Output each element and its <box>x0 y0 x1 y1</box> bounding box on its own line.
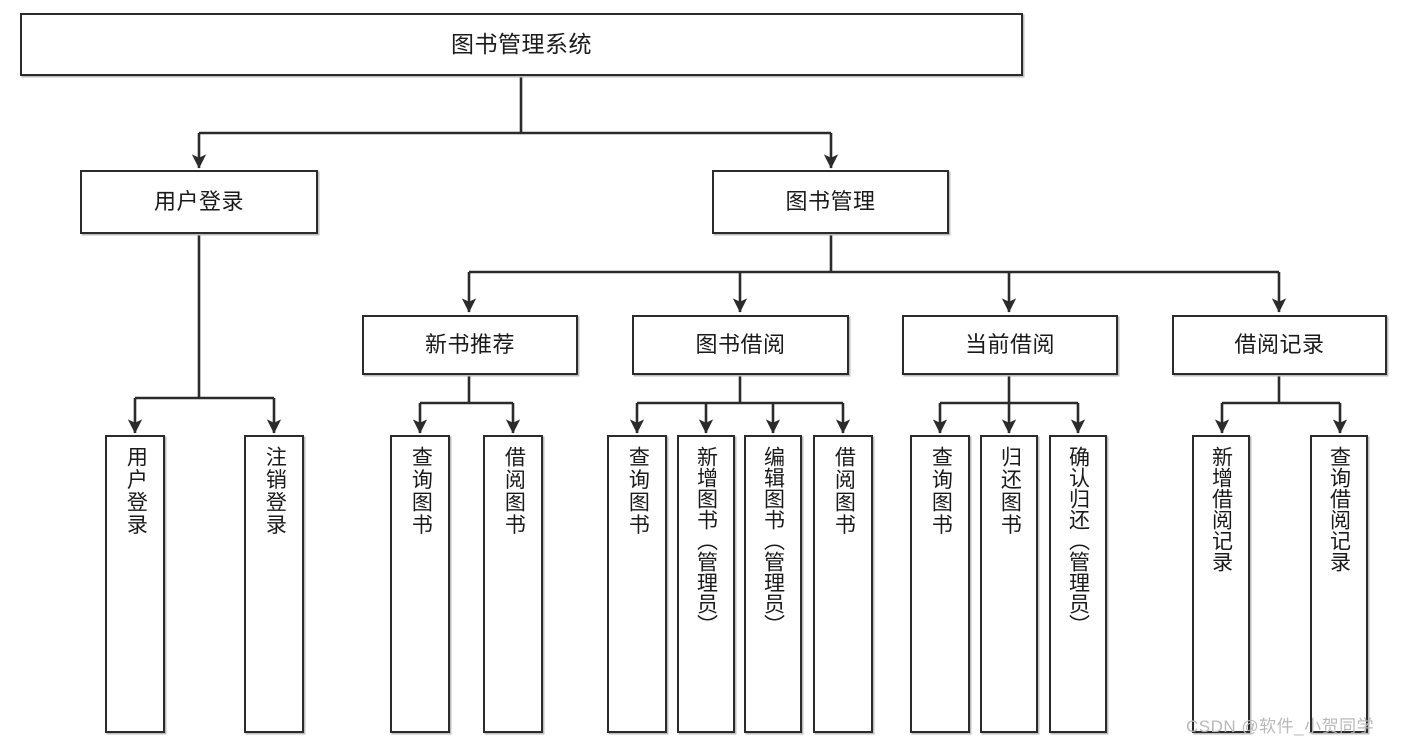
node-label: 借阅图书 <box>502 446 526 536</box>
leaf-user-login[interactable]: 用户登录 <box>105 435 165 733</box>
node-label: 图书管理 <box>785 188 876 214</box>
node-label: 查询图书 <box>626 446 650 536</box>
node-label: 图书借阅 <box>695 331 786 357</box>
leaf-add-borrow-record[interactable]: 新增借阅记录 <box>1192 435 1250 733</box>
csdn-watermark: CSDN @软件_小贺同学 <box>1186 717 1375 736</box>
node-label: 借阅记录 <box>1234 331 1325 357</box>
node-book-management[interactable]: 图书管理 <box>712 170 949 234</box>
node-label: 编辑图书（管理员） <box>761 446 785 635</box>
node-label: 确认归还（管理员） <box>1066 446 1090 635</box>
node-label: 当前借阅 <box>964 331 1055 357</box>
node-borrow-record[interactable]: 借阅记录 <box>1172 315 1387 375</box>
node-label: 注销登录 <box>263 446 287 536</box>
leaf-borrow-book-borrow[interactable]: 借阅图书 <box>813 435 873 733</box>
node-label: 图书管理系统 <box>451 31 592 58</box>
node-book-borrow[interactable]: 图书借阅 <box>632 315 849 375</box>
leaf-query-book-current[interactable]: 查询图书 <box>910 435 970 733</box>
leaf-query-borrow-record[interactable]: 查询借阅记录 <box>1310 435 1368 733</box>
node-label: 用户登录 <box>124 446 148 536</box>
node-label: 借阅图书 <box>832 446 856 536</box>
node-label: 查询图书 <box>409 446 433 536</box>
node-label: 归还图书 <box>998 446 1022 536</box>
node-label: 新增图书（管理员） <box>694 446 718 635</box>
leaf-return-book[interactable]: 归还图书 <box>980 435 1038 733</box>
node-label: 查询图书 <box>929 446 953 536</box>
node-label: 用户登录 <box>153 188 244 214</box>
leaf-add-book[interactable]: 新增图书（管理员） <box>677 435 735 733</box>
leaf-logout-login[interactable]: 注销登录 <box>244 435 304 733</box>
leaf-borrow-book-new-recommend[interactable]: 借阅图书 <box>483 435 543 733</box>
leaf-edit-book[interactable]: 编辑图书（管理员） <box>744 435 802 733</box>
leaf-query-book-borrow[interactable]: 查询图书 <box>607 435 667 733</box>
node-label: 新书推荐 <box>424 331 515 357</box>
node-new-book-recommend[interactable]: 新书推荐 <box>362 315 578 375</box>
leaf-confirm-return[interactable]: 确认归还（管理员） <box>1049 435 1107 733</box>
node-root-system[interactable]: 图书管理系统 <box>20 13 1023 76</box>
leaf-query-book-new-recommend[interactable]: 查询图书 <box>390 435 450 733</box>
node-current-borrow[interactable]: 当前借阅 <box>902 315 1118 375</box>
node-label: 新增借阅记录 <box>1209 446 1233 572</box>
node-label: 查询借阅记录 <box>1327 446 1351 572</box>
node-user-login[interactable]: 用户登录 <box>80 170 318 234</box>
